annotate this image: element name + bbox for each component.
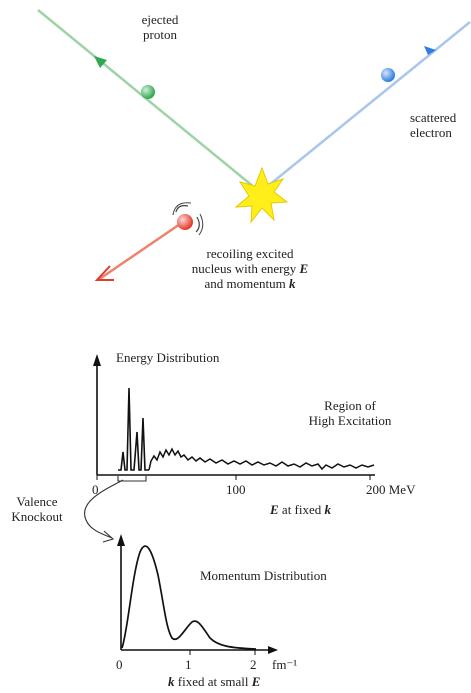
recoil-label-line-3-text: and momentum: [204, 276, 286, 291]
momentum-tick-1: 1: [185, 657, 192, 672]
proton-arrow-icon: [94, 56, 107, 68]
recoil-label-line-2-text: nucleus with energy: [191, 261, 297, 276]
scattered-label-line-1: scattered: [410, 110, 457, 125]
momentum-y-arrow-icon: [117, 534, 125, 546]
momentum-unit-label: fm⁻¹: [272, 657, 298, 672]
ejected-label-line-1: ejected: [141, 12, 179, 27]
region-label-line-2: High Excitation: [308, 413, 392, 428]
energy-spectrum-continuum: [148, 447, 375, 471]
nucleus-arrow-icon: [94, 265, 114, 281]
momentum-x-axis-label: k fixed at small E: [168, 674, 260, 689]
momentum-symbol: k: [289, 276, 296, 291]
collision-star-icon: [234, 166, 289, 224]
proton-track: [37, 9, 261, 193]
energy-xlabel-symbol: E: [270, 502, 279, 517]
recoil-label-line-3: and momentum k: [150, 276, 350, 291]
valence-label-line-2: Knockout: [11, 509, 63, 524]
momentum-xlabel-symbol-2: E: [251, 674, 261, 689]
energy-x-axis-label: E at fixed k: [270, 502, 331, 517]
scattered-electron-label: scattered electron: [410, 110, 456, 140]
recoil-nucleus-label: recoiling excited nucleus with energy E …: [150, 246, 350, 291]
momentum-tick-2: 2: [250, 657, 257, 672]
valence-bracket: [117, 476, 147, 482]
energy-distribution-title: Energy Distribution: [116, 350, 220, 365]
nucleus-track: [97, 220, 184, 282]
energy-y-arrow-icon: [93, 354, 101, 366]
energy-tick-0: 0: [92, 482, 99, 497]
scattered-label-line-2: electron: [410, 125, 452, 140]
valence-label-line-1: Valence: [16, 494, 58, 509]
energy-xlabel-text: at fixed: [281, 502, 322, 517]
energy-symbol: E: [299, 261, 309, 276]
valence-arrow: [83, 479, 124, 539]
momentum-xlabel-text: fixed at small: [177, 674, 249, 689]
region-high-excitation-label: Region of High Excitation: [290, 398, 410, 428]
valence-arrow-icon: [102, 530, 115, 543]
momentum-distribution-title: Momentum Distribution: [200, 568, 327, 583]
valence-knockout-label: Valence Knockout: [2, 494, 72, 524]
momentum-curve: [121, 545, 257, 650]
ejected-proton-label: ejected proton: [120, 12, 200, 42]
momentum-x-arrow-icon: [268, 646, 278, 654]
momentum-tick-0: 0: [116, 657, 123, 672]
excitation-arc-icon: [175, 205, 189, 213]
energy-spectrum-peaks: [118, 387, 149, 471]
energy-tick-100: 100: [226, 482, 246, 497]
recoil-label-line-2: nucleus with energy E: [150, 261, 350, 276]
electron-track: [262, 21, 471, 191]
recoil-label-line-1: recoiling excited: [206, 246, 294, 261]
ejected-label-line-2: proton: [143, 27, 177, 42]
energy-tick-200: 200 MeV: [366, 482, 416, 497]
energy-xlabel-symbol-2: k: [324, 502, 332, 517]
electron-arrow-icon: [424, 46, 436, 55]
momentum-xlabel-symbol: k: [168, 674, 175, 689]
region-label-line-1: Region of: [324, 398, 376, 413]
